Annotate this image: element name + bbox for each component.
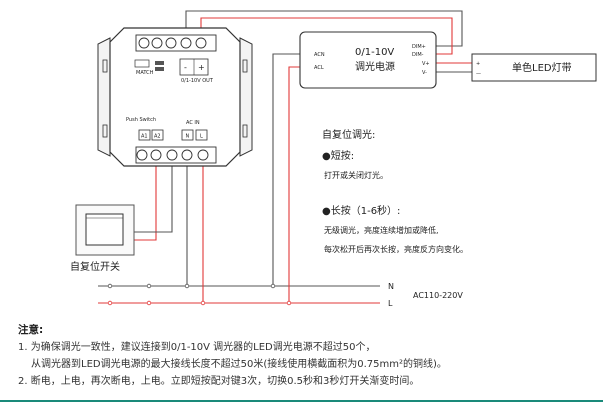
terminal-screw xyxy=(195,37,207,49)
output-minus: - xyxy=(184,63,187,72)
ps-title-line2: 调光电源 xyxy=(355,60,395,73)
mains-l-label: L xyxy=(388,299,393,308)
junction-dot xyxy=(286,300,292,306)
led-label: 单色LED灯带 xyxy=(512,61,572,74)
switch-indicator xyxy=(155,61,164,65)
instructions-heading: 自复位调光: xyxy=(322,128,375,141)
switch-label: 自复位开关 xyxy=(70,260,120,273)
match-button[interactable] xyxy=(134,59,150,68)
switch-rocker[interactable] xyxy=(85,213,124,246)
ear-slot xyxy=(242,124,248,138)
ear-slot xyxy=(102,124,108,138)
ear-slot xyxy=(242,59,248,73)
junction-dot xyxy=(200,300,206,306)
junction-dot xyxy=(146,300,152,306)
mains-lines xyxy=(98,285,380,304)
power-supply-box xyxy=(299,31,437,89)
junction-dot xyxy=(270,283,276,289)
wire-dim-minus xyxy=(200,17,453,55)
dimmer-ear-right xyxy=(239,37,253,157)
ps-acn-label: ACN xyxy=(314,52,325,58)
terminal-screw xyxy=(166,149,178,161)
switch-indicator xyxy=(155,67,164,71)
dimmer-module: MATCH - + 0/1-10V OUT Push Switch AC IN … xyxy=(97,27,253,167)
wire-ps-acl xyxy=(288,66,310,303)
note-line-2: 从调光器到LED调光电源的最大接线长度不超过50米(接线使用横截面积为0.75m… xyxy=(31,359,447,370)
led-plus-label: + xyxy=(476,61,480,67)
junction-dot xyxy=(107,300,113,306)
junction-dots xyxy=(107,283,292,306)
ac-in-label: AC IN xyxy=(186,120,200,126)
terminal-screw xyxy=(181,149,193,161)
terminal-screw xyxy=(165,37,177,49)
ps-title-line1: 0/1-10V xyxy=(355,47,394,58)
terminal-l-label: L xyxy=(200,134,203,140)
terminal-screw xyxy=(197,149,209,161)
wire-switch-a xyxy=(134,160,157,241)
notes-section: 注意: 1. 为确保调光一致性，建议连接到0/1-10V 调光器的LED调光电源… xyxy=(18,322,598,390)
ear-slot xyxy=(102,59,108,73)
ps-dim-minus-label: DIM- xyxy=(412,52,424,58)
terminal-screw xyxy=(180,37,192,49)
terminal-a2-label: A2 xyxy=(154,134,161,140)
led-minus-label: — xyxy=(476,71,481,77)
terminal-screw xyxy=(150,149,162,161)
terminal-screw xyxy=(136,149,148,161)
long-press-desc-2: 每次松开后再次长按，亮度反方向变化。 xyxy=(324,244,468,254)
ps-v-plus-label: V+ xyxy=(422,61,430,67)
ps-v-minus-label: V- xyxy=(422,70,427,76)
wire-ps-acn xyxy=(272,53,310,286)
terminal-screw xyxy=(151,37,163,49)
long-press-title: ●长按（1-6秒）: xyxy=(322,204,400,217)
wire-switch-b xyxy=(134,160,173,233)
junction-dot xyxy=(184,283,190,289)
ps-acl-label: ACL xyxy=(314,65,324,71)
led-strip-box xyxy=(471,53,597,82)
power-supply xyxy=(299,31,437,89)
terminal-n-box xyxy=(181,129,194,141)
note-line-1: 1. 为确保调光一致性，建议连接到0/1-10V 调光器的LED调光电源不超过5… xyxy=(18,342,376,353)
long-press-desc-1: 无级调光，亮度连续增加或降低, xyxy=(324,225,439,235)
terminal-l-box xyxy=(195,129,208,141)
footer-accent-line xyxy=(0,400,603,402)
output-label: 0/1-10V OUT xyxy=(181,78,214,84)
notes-title: 注意: xyxy=(18,324,44,336)
junction-dot xyxy=(146,283,152,289)
terminal-screw xyxy=(138,37,150,49)
terminal-a1-box xyxy=(138,129,151,141)
mains-voltage-label: AC110-220V xyxy=(413,291,463,300)
push-switch-label: Push Switch xyxy=(126,117,156,123)
note-line-3: 2. 断电，上电，再次断电，上电。立即短按配对键3次，切换0.5秒和3秒灯开关渐… xyxy=(18,376,420,387)
led-strip xyxy=(471,53,597,82)
mains-n-label: N xyxy=(388,282,394,291)
wire-dim-plus xyxy=(185,10,463,47)
output-plus: + xyxy=(198,63,205,72)
match-label: MATCH xyxy=(136,70,154,76)
terminal-a2-box xyxy=(151,129,164,141)
short-press-title: ●短按: xyxy=(322,149,354,162)
dimmer-ear-left xyxy=(97,37,111,157)
push-switch[interactable] xyxy=(75,204,135,256)
terminal-n-label: N xyxy=(186,134,190,140)
ps-dim-plus-label: DIM+ xyxy=(412,44,426,50)
junction-dot xyxy=(107,283,113,289)
short-press-desc: 打开或关闭灯光。 xyxy=(324,170,388,180)
terminal-a1-label: A1 xyxy=(141,134,148,140)
